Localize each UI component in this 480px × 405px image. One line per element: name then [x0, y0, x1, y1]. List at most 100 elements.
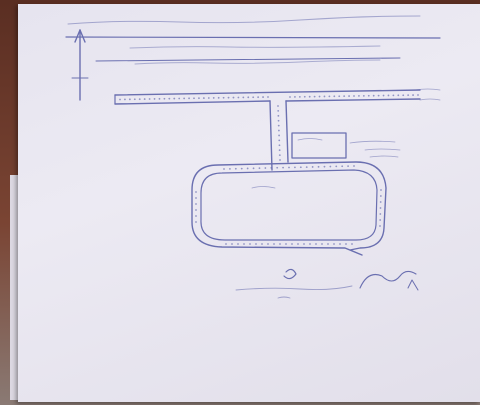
signature-mark-right — [359, 270, 417, 289]
hatching-dot — [407, 94, 410, 97]
hatching-dot — [148, 98, 151, 100]
subtitle-underline — [95, 57, 401, 62]
hatching-dot — [212, 97, 215, 99]
hatching-dot — [285, 243, 287, 245]
hatching-dot — [298, 95, 301, 98]
hatching-dot — [278, 154, 281, 156]
hatching-dot — [278, 129, 280, 132]
hatching-dot — [247, 96, 250, 99]
hatching-dot — [321, 243, 323, 245]
hatching-dot — [119, 98, 121, 101]
hatching-dot — [178, 97, 181, 100]
building-note-scribble — [349, 140, 396, 144]
hatching-dot — [227, 96, 230, 99]
enclosure-inner-wall — [200, 169, 378, 241]
north-arrow-head — [74, 29, 86, 43]
hatching-dot — [379, 213, 382, 215]
hatching-dot — [313, 95, 316, 98]
hatching-dot — [335, 165, 338, 168]
hatching-dot — [217, 96, 220, 99]
hatching-dot — [351, 243, 353, 245]
hatching-dot — [252, 167, 255, 170]
hatching-dot — [341, 165, 344, 168]
hatching-dot — [237, 96, 240, 99]
signature-date-mark — [407, 279, 419, 291]
hatching-dot — [273, 243, 275, 245]
hatching-dot — [343, 95, 346, 98]
hatching-dot — [195, 209, 197, 211]
title-underline — [65, 36, 441, 39]
hatching-dot — [249, 243, 251, 245]
hatching-dot — [257, 96, 260, 99]
hatching-dot — [379, 201, 382, 203]
building-note-scribble-3 — [369, 155, 399, 158]
hatching-dot — [277, 114, 280, 117]
hatching-dot — [195, 197, 197, 199]
hatching-dot — [348, 95, 350, 97]
hatching-dot — [262, 96, 264, 98]
hatching-dot — [277, 110, 280, 112]
hatching-dot — [412, 94, 414, 96]
building-outline — [291, 132, 347, 159]
hatching-dot — [338, 95, 341, 98]
hatching-dot — [231, 243, 233, 245]
hatching-dot — [367, 94, 370, 97]
hatching-dot — [243, 243, 245, 245]
hatching-dot — [195, 221, 197, 223]
hatching-dot — [168, 97, 171, 100]
hatching-dot — [234, 167, 237, 170]
hatching-dot — [297, 243, 299, 245]
hatching-dot — [382, 94, 385, 97]
hatching-dot — [278, 134, 280, 137]
branch-road-left-edge — [269, 100, 273, 171]
hatching-dot — [311, 166, 314, 168]
hatching-dot — [289, 96, 291, 98]
hatching-dot — [237, 243, 239, 245]
road-top-edge — [114, 89, 421, 96]
hatching-dot — [198, 97, 200, 100]
hatching-dot — [347, 165, 349, 168]
hatching-dot — [255, 243, 257, 245]
hatching-dot — [402, 94, 405, 97]
hatching-dot — [195, 191, 197, 193]
hatching-dot — [278, 149, 281, 152]
signature-caption-scribble-2 — [277, 296, 291, 299]
hatching-dot — [222, 96, 225, 99]
hatching-dot — [417, 94, 419, 96]
branch-road-right-edge — [285, 100, 289, 163]
hatching-dot — [270, 167, 273, 169]
hatching-dot — [323, 95, 326, 98]
hatching-dot — [372, 94, 375, 97]
hatching-dot — [392, 94, 395, 97]
hatching-dot — [173, 97, 176, 100]
subtitle-scribble — [129, 45, 381, 49]
hatching-dot — [252, 96, 255, 99]
hatching-dot — [358, 95, 360, 97]
hatching-dot — [299, 166, 302, 169]
hatching-dot — [305, 166, 308, 168]
hatching-dot — [327, 243, 329, 245]
hatching-dot — [294, 96, 296, 98]
hatching-dot — [232, 96, 235, 99]
hatching-dot — [387, 94, 390, 97]
hatching-dot — [193, 97, 195, 100]
hatching-dot — [225, 243, 227, 245]
hatching-dot — [261, 243, 263, 245]
hatching-dot — [282, 166, 284, 169]
hatching-dot — [379, 225, 381, 227]
hatching-dot — [163, 97, 166, 100]
hatching-dot — [317, 165, 320, 168]
road-end-scribble-2 — [419, 98, 441, 101]
enclosure-outer-wall — [191, 161, 387, 256]
hatching-dot — [323, 165, 326, 168]
hatching-dot — [329, 165, 332, 168]
hatching-dot — [246, 167, 249, 170]
hatching-dot — [318, 95, 321, 98]
hatching-dot — [279, 159, 281, 161]
hatching-dot — [267, 243, 269, 245]
hatching-dot — [288, 166, 290, 169]
hatching-dot — [379, 195, 382, 197]
hatching-dot — [242, 96, 245, 99]
hatching-dot — [339, 243, 341, 245]
hatching-dot — [264, 167, 267, 169]
